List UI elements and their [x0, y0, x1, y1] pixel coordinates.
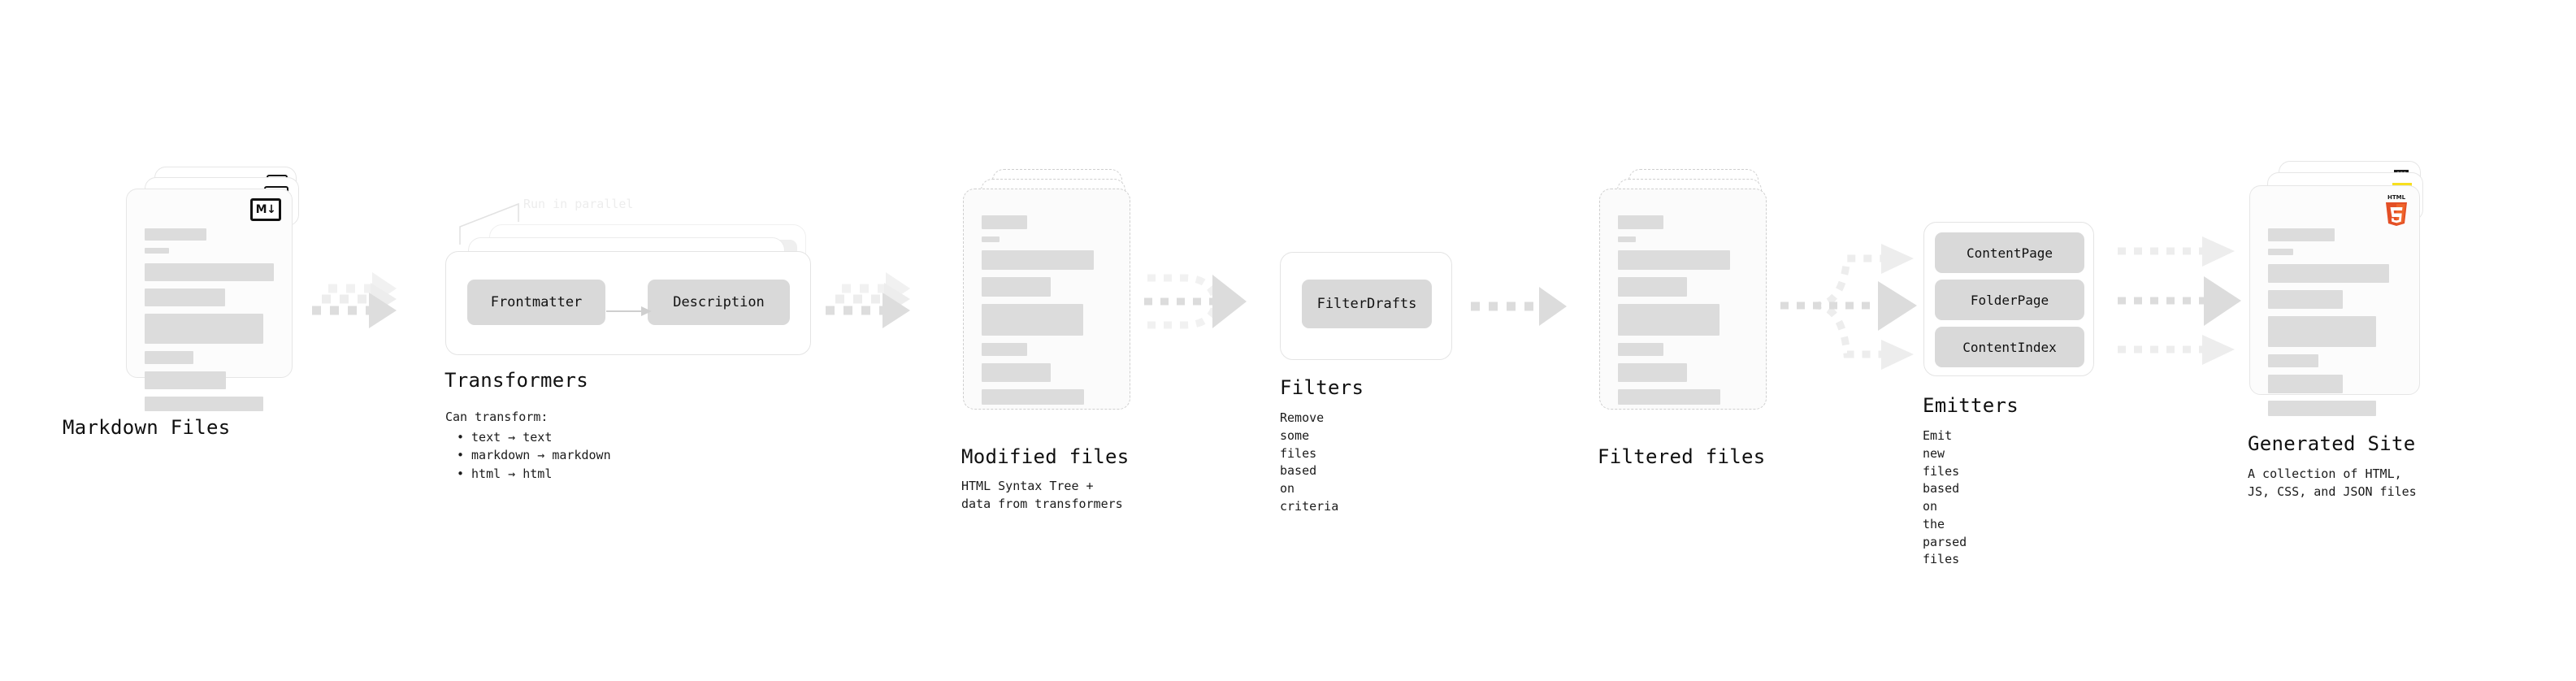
transformers-box: Frontmatter Description [445, 251, 811, 355]
dotted-arrow-icon [1471, 280, 1568, 332]
stage-filtered-files: Filtered files [1598, 169, 1778, 468]
markdown-file-stack: M↓ M↓ M↓ [126, 167, 313, 451]
chip-contentpage[interactable]: ContentPage [1935, 232, 2084, 273]
doc-placeholder-lines [2268, 228, 2401, 423]
list-item: markdown → markdown [457, 446, 611, 465]
dotted-arrow-icon [2113, 229, 2243, 375]
html5-icon: HTML [2383, 193, 2410, 227]
transformer-connector-arrow [606, 302, 652, 320]
bullets-lead: Can transform: [445, 410, 549, 424]
doc-placeholder-lines [145, 228, 274, 419]
generated-file-stack: CSS HTML [2249, 161, 2444, 453]
chip-filterdrafts[interactable]: FilterDrafts [1302, 280, 1432, 328]
svg-text:HTML: HTML [2387, 194, 2406, 201]
dotted-arrow-icon [822, 268, 912, 341]
filtered-file-stack [1599, 169, 1778, 445]
stage-caption: Emit new files based on the parsed files [1923, 428, 1967, 567]
chip-description[interactable]: Description [648, 280, 790, 325]
run-in-parallel-label: Run in parallel [523, 197, 634, 211]
stage-caption: HTML Syntax Tree + data from transformer… [961, 479, 1123, 511]
page-title: Modified files [961, 445, 1130, 468]
fan-out-arrow-icon [1776, 228, 1922, 382]
stage-caption: A collection of HTML, JS, CSS, and JSON … [2248, 466, 2417, 499]
chip-folderpage[interactable]: FolderPage [1935, 280, 2084, 320]
list-item: text → text [457, 428, 611, 447]
fan-in-arrow-icon [1138, 254, 1247, 351]
page-title: Markdown Files [63, 416, 231, 439]
emitters-box: ContentPage FolderPage ContentIndex [1923, 222, 2094, 376]
markdown-doc-front: M↓ [126, 189, 293, 411]
markdown-icon: M↓ [250, 198, 281, 221]
page-title: Filters [1280, 376, 1364, 399]
stage-generated-site: CSS HTML [2248, 161, 2444, 499]
modified-file-stack [963, 169, 1142, 445]
page-title: Generated Site [2248, 432, 2416, 455]
filters-box: FilterDrafts [1280, 252, 1452, 360]
stage-modified-files: Modified files HTML Syntax Tree + data f… [961, 169, 1142, 511]
transformers-bullets: Can transform: text → text markdown → ma… [445, 408, 611, 483]
page-title: Filtered files [1598, 445, 1766, 468]
chip-frontmatter[interactable]: Frontmatter [467, 280, 605, 325]
generated-doc-front: HTML [2249, 185, 2420, 416]
stage-markdown-files: M↓ M↓ M↓ Markdown Files [63, 167, 313, 451]
page-title: Transformers [445, 369, 588, 392]
doc-placeholder-lines [982, 215, 1112, 412]
run-in-parallel-bracket [458, 194, 548, 246]
stage-caption: Remove some files based on criteria [1280, 410, 1339, 514]
filtered-doc-front [1599, 189, 1767, 410]
doc-placeholder-lines [1618, 215, 1748, 412]
modified-doc-front [963, 189, 1130, 410]
list-item: html → html [457, 465, 611, 484]
chip-contentindex[interactable]: ContentIndex [1935, 327, 2084, 367]
dotted-arrow-icon [309, 268, 398, 341]
page-title: Emitters [1923, 394, 2019, 417]
